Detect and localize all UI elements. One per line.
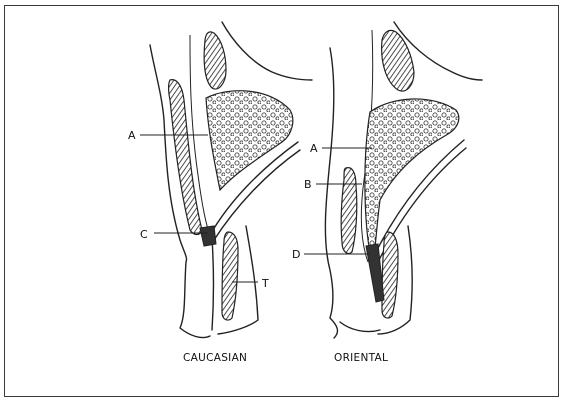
oriental-section: A B D ORIENTAL [292, 22, 482, 364]
oriental-orbital-fat [365, 99, 459, 262]
caucasian-lid-margin [212, 238, 214, 330]
caucasian-tarsus [222, 232, 238, 320]
oriental-label-b: B [304, 178, 312, 191]
caucasian-orbital-fat [206, 91, 293, 190]
oriental-skin-outline [325, 48, 337, 338]
caucasian-label-t: T [261, 277, 269, 290]
oriental-orbicularis-muscle [341, 168, 357, 254]
caucasian-label-a: A [128, 129, 136, 142]
oriental-orbital-rim [382, 30, 414, 91]
caucasian-section: A C T CAUCASIAN [128, 22, 312, 364]
oriental-attachment [366, 244, 384, 302]
oriental-caption: ORIENTAL [334, 352, 388, 364]
oriental-label-d: D [292, 248, 300, 261]
oriental-tarsus [382, 232, 398, 318]
oriental-skin-lower [340, 322, 380, 332]
caucasian-label-c: C [140, 228, 148, 241]
oriental-label-a: A [310, 142, 318, 155]
caucasian-orbital-rim [204, 32, 226, 89]
caucasian-caption: CAUCASIAN [183, 352, 247, 364]
caucasian-brow-outline [222, 22, 312, 80]
caucasian-attachment [200, 226, 216, 246]
